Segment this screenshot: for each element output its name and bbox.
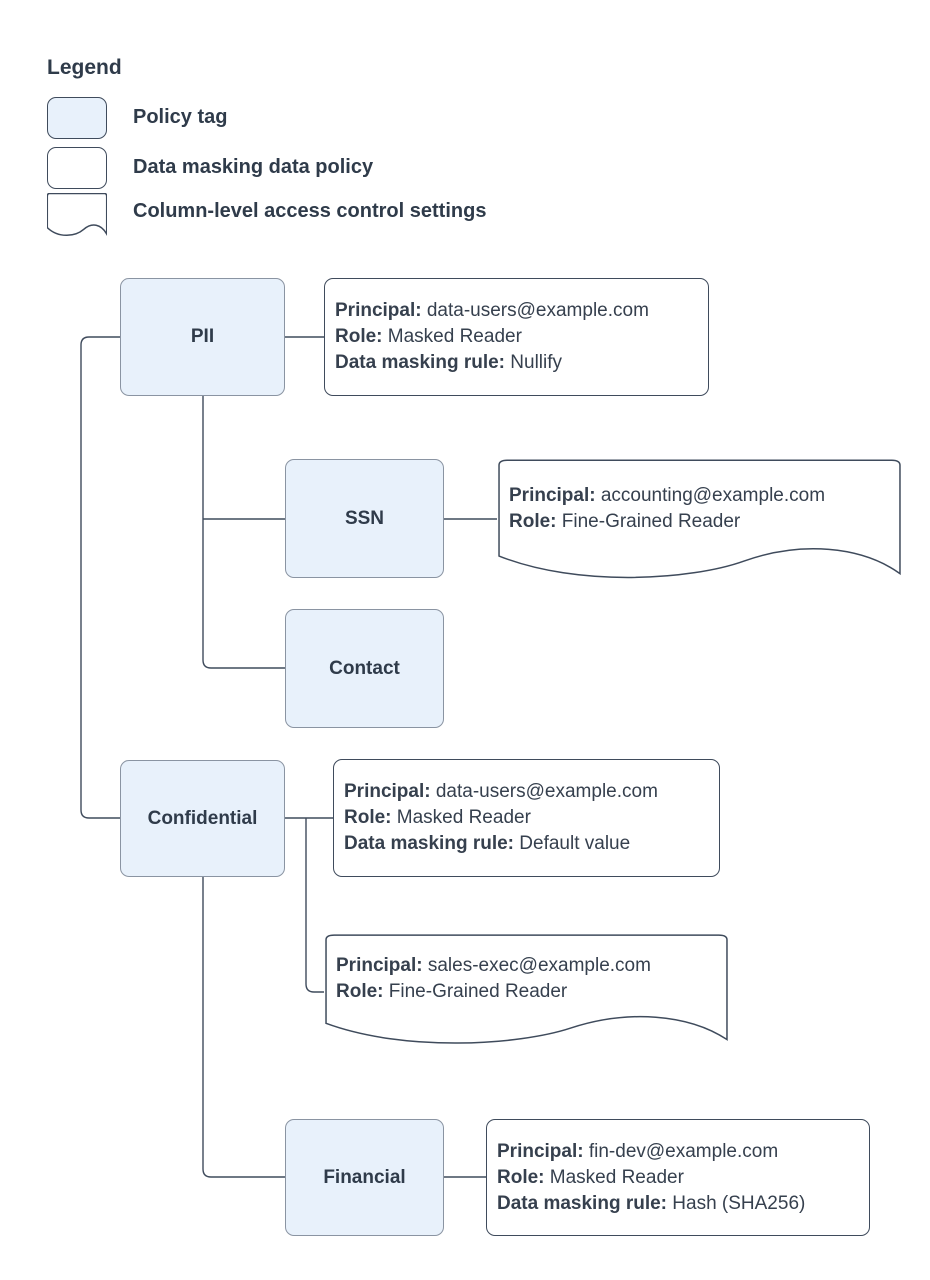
policy-field-label: Role: [509, 511, 557, 532]
node-label: PII [190, 326, 215, 347]
legend-item-policy-tag: Policy tag [133, 106, 228, 128]
policy-line: Principal: data-users@example.com [344, 779, 711, 805]
column-access-doc-ssn: Principal: accounting@example.com Role: … [497, 459, 902, 585]
connector-trunk-pii-confidential [80, 336, 120, 819]
connector-confidential-to-financial [202, 877, 285, 1178]
policy-tag-node-pii: PII [120, 278, 285, 396]
policy-field-label: Role: [336, 981, 384, 1002]
column-access-doc-confidential: Principal: sales-exec@example.com Role: … [324, 934, 729, 1050]
policy-field-value: Hash (SHA256) [672, 1192, 806, 1214]
policy-line: Role: Masked Reader [335, 324, 700, 350]
policy-field-label: Role: [497, 1166, 545, 1188]
node-label: SSN [344, 507, 385, 529]
policy-field-label: Principal: [336, 955, 423, 976]
node-label: Contact [329, 657, 400, 679]
policy-field-label: Data masking rule: [344, 833, 514, 854]
policy-field-label: Data masking rule: [335, 352, 505, 373]
policy-field-label: Role: [335, 326, 383, 347]
policy-field-value: Masked Reader [396, 807, 531, 828]
policy-field-value: fin-dev@example.com [588, 1140, 779, 1162]
policy-field-value: Fine-Grained Reader [388, 981, 568, 1002]
policy-tag-node-contact: Contact [285, 609, 444, 728]
node-label: Financial [323, 1166, 406, 1188]
policy-line: Principal: accounting@example.com [509, 483, 894, 509]
policy-line: Principal: fin-dev@example.com [497, 1139, 861, 1165]
document-shape [324, 934, 729, 1050]
policy-field-value: Nullify [510, 352, 563, 373]
policy-field-value: data-users@example.com [435, 781, 658, 802]
policy-line: Principal: sales-exec@example.com [336, 953, 721, 979]
policy-line: Principal: data-users@example.com [335, 298, 700, 324]
policy-line: Data masking rule: Hash (SHA256) [497, 1191, 861, 1217]
policy-field-label: Principal: [335, 300, 422, 321]
policy-line: Data masking rule: Default value [344, 831, 711, 857]
legend-title: Legend [47, 56, 122, 79]
policy-line: Role: Masked Reader [344, 805, 711, 831]
legend-policy-tag-swatch [47, 97, 107, 139]
policy-field-value: Masked Reader [387, 326, 522, 347]
connector-pii-to-contact [202, 396, 285, 669]
policy-field-label: Principal: [497, 1140, 584, 1162]
data-policy-box-pii: Principal: data-users@example.com Role: … [324, 278, 709, 396]
policy-line: Data masking rule: Nullify [335, 350, 700, 376]
data-policy-box-confidential: Principal: data-users@example.com Role: … [333, 759, 720, 877]
data-policy-box-financial: Principal: fin-dev@example.com Role: Mas… [486, 1119, 870, 1236]
node-label: Confidential [147, 807, 258, 829]
policy-field-value: Masked Reader [549, 1166, 684, 1188]
legend-column-access-swatch [47, 193, 107, 238]
policy-field-label: Principal: [344, 781, 431, 802]
connector-confidential-to-acl [305, 818, 324, 993]
policy-field-value: data-users@example.com [426, 300, 649, 321]
policy-tag-node-confidential: Confidential [120, 760, 285, 877]
legend-item-column-access: Column-level access control settings [133, 200, 487, 222]
policy-field-value: sales-exec@example.com [427, 955, 651, 976]
policy-tag-node-financial: Financial [285, 1119, 444, 1236]
policy-field-value: Fine-Grained Reader [561, 511, 741, 532]
policy-field-value: accounting@example.com [600, 485, 826, 506]
policy-line: Role: Masked Reader [497, 1165, 861, 1191]
document-shape [497, 459, 902, 585]
policy-field-value: Default value [519, 833, 631, 854]
policy-field-label: Principal: [509, 485, 596, 506]
policy-field-label: Data masking rule: [497, 1192, 667, 1214]
policy-line: Role: Fine-Grained Reader [336, 979, 721, 1005]
policy-field-label: Role: [344, 807, 392, 828]
policy-tag-node-ssn: SSN [285, 459, 444, 578]
policy-line: Role: Fine-Grained Reader [509, 509, 894, 535]
legend-data-policy-swatch [47, 147, 107, 189]
legend-item-data-masking-policy: Data masking data policy [133, 156, 374, 178]
